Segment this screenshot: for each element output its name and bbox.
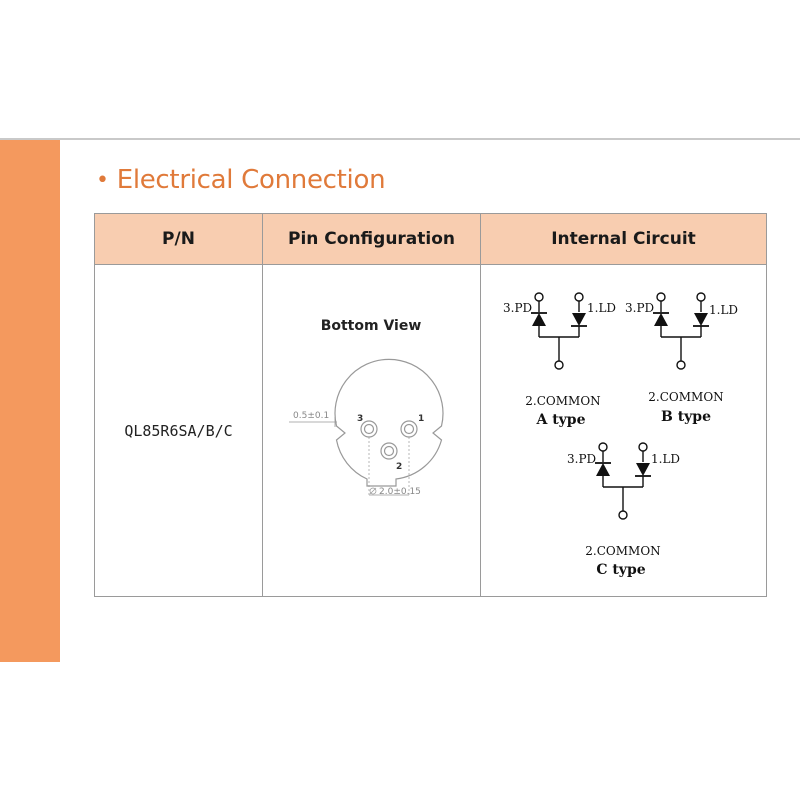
common-label-a: 2.COMMON (525, 394, 600, 408)
diameter-icon-slash (369, 487, 377, 495)
type-label-b: B type (661, 409, 711, 425)
terminal-common-c (618, 510, 628, 520)
pin-3-inner (363, 423, 375, 435)
pin-1-number: 1 (418, 414, 424, 424)
pin-3-number: 3 (357, 414, 363, 424)
terminal-common-b (676, 360, 686, 370)
bullet-icon: • (96, 167, 109, 193)
header-internal-circuit: Internal Circuit (480, 213, 767, 265)
section-title: Electrical Connection (116, 165, 386, 195)
dim-pin-diameter: 2.0±0.15 (379, 487, 421, 497)
ld-label-c: 1.LD (651, 452, 680, 466)
header-pin-configuration: Pin Configuration (262, 213, 481, 265)
side-accent-bar (0, 140, 60, 662)
pd-label-a: 3.PD (503, 301, 532, 315)
section-heading: • Electrical Connection (96, 160, 386, 200)
pd-label-c: 3.PD (567, 452, 596, 466)
pin-configuration-cell: Bottom View 3 1 2 (262, 264, 481, 597)
pin-2-inner (383, 445, 395, 457)
common-label-b: 2.COMMON (648, 390, 723, 404)
pd-label-b: 3.PD (625, 301, 654, 315)
electrical-connection-table: P/N Pin Configuration Internal Circuit Q… (94, 213, 767, 597)
ld-label-b: 1.LD (709, 303, 738, 317)
common-label-c: 2.COMMON (585, 544, 660, 558)
terminal-common-a (554, 360, 564, 370)
pin-1-inner (403, 423, 415, 435)
top-divider (0, 138, 800, 140)
internal-circuit-cell: 3.PD 1.LD 2.COMMON A type 3.PD 1.LD 2.CO… (480, 264, 767, 597)
table-row: QL85R6SA/B/C Bottom View 3 (94, 264, 767, 597)
pn-cell: QL85R6SA/B/C (94, 264, 263, 597)
terminal-pd-b (656, 292, 666, 302)
header-pn: P/N (94, 213, 263, 265)
type-label-a: A type (535, 412, 585, 428)
terminal-ld-a (574, 292, 584, 302)
bottom-view-label: Bottom View (321, 318, 422, 334)
pin-2-number: 2 (396, 462, 402, 472)
internal-circuit-diagrams: 3.PD 1.LD 2.COMMON A type 3.PD 1.LD 2.CO… (503, 292, 738, 578)
circuit-b-type: 3.PD 1.LD 2.COMMON B type (625, 292, 738, 425)
circuit-c-type: 3.PD 1.LD 2.COMMON C type (567, 442, 680, 578)
type-label-c: C type (596, 562, 645, 578)
terminal-pd-c (598, 442, 608, 452)
ld-label-a: 1.LD (587, 301, 616, 315)
terminal-ld-c (638, 442, 648, 452)
pin-2-outer (380, 442, 398, 460)
pin-1-outer (400, 420, 418, 438)
terminal-ld-b (696, 292, 706, 302)
table-header-row: P/N Pin Configuration Internal Circuit (94, 213, 767, 265)
terminal-pd-a (534, 292, 544, 302)
diameter-icon (369, 487, 377, 495)
pin-3-outer (360, 420, 378, 438)
package-outline (334, 358, 444, 487)
dim-pin-offset: 0.5±0.1 (293, 411, 329, 421)
part-number: QL85R6SA/B/C (124, 422, 233, 440)
circuit-a-type: 3.PD 1.LD 2.COMMON A type (503, 292, 616, 428)
bottom-view-diagram: Bottom View 3 1 2 (289, 318, 444, 497)
